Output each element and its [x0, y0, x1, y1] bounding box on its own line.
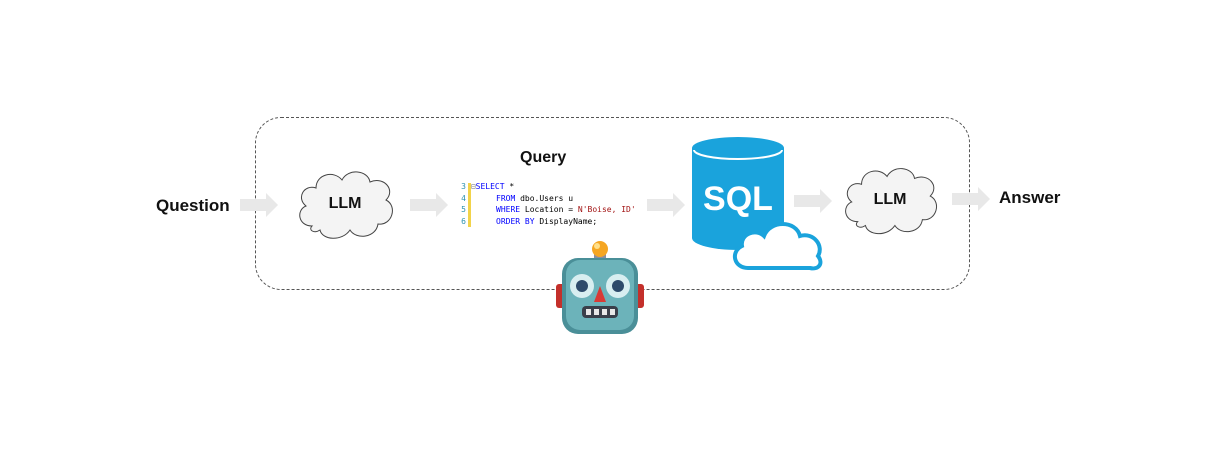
sql-label: SQL — [703, 180, 773, 218]
question-label: Question — [156, 196, 230, 215]
llm-label: LLM — [873, 191, 907, 208]
query-title: Query — [520, 149, 567, 166]
right-arrow-icon — [647, 193, 685, 217]
code-change-bar — [468, 183, 471, 227]
database-cylinder-icon — [692, 137, 823, 271]
llm-cloud-first: LLM — [292, 166, 398, 244]
right-arrow-icon — [410, 193, 448, 217]
robot-icon — [554, 240, 646, 336]
code-line: 3 ⊟SELECT * — [461, 182, 515, 191]
cloud-icon — [299, 171, 393, 239]
answer-label: Answer — [999, 188, 1061, 207]
llm-label: LLM — [328, 195, 362, 212]
cloud-icon — [845, 168, 938, 235]
llm-cloud-second: LLM — [838, 162, 942, 240]
sql-database: SQL — [690, 136, 826, 276]
cloud-icon — [732, 222, 823, 271]
right-arrow-icon — [794, 189, 832, 213]
right-arrow-icon — [952, 187, 990, 211]
right-arrow-icon — [240, 193, 278, 217]
